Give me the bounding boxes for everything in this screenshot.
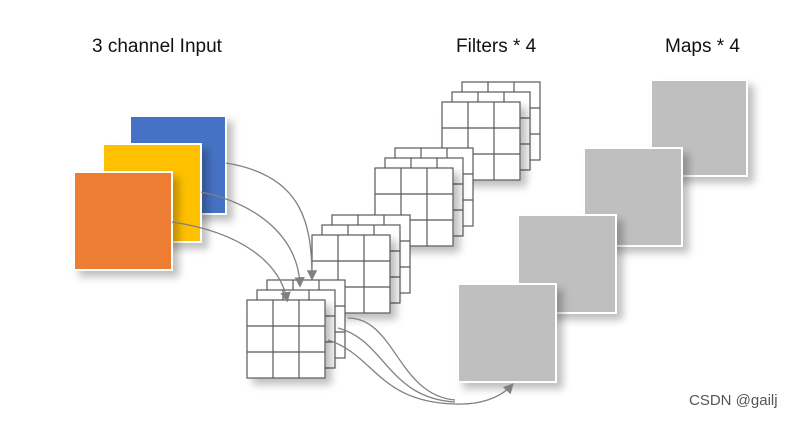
arrow-to-map bbox=[454, 383, 514, 405]
arrow-filter-out-2 bbox=[337, 327, 456, 403]
input-channels bbox=[73, 115, 227, 271]
map-4 bbox=[457, 283, 557, 383]
filters-label: Filters * 4 bbox=[456, 36, 537, 57]
input-arrows bbox=[171, 162, 318, 303]
filter-stacks bbox=[246, 81, 541, 379]
filter-stack-4 bbox=[246, 279, 346, 379]
arrow-filter-out-3 bbox=[327, 339, 456, 405]
arrow-orange-to-filter bbox=[171, 221, 291, 303]
watermark: CSDN @gailj bbox=[689, 392, 778, 409]
channel-orange bbox=[73, 171, 173, 271]
arrow-filter-out-1 bbox=[347, 317, 456, 401]
filter-grid bbox=[246, 299, 326, 379]
filter-stack-2 bbox=[374, 147, 474, 247]
maps-label: Maps * 4 bbox=[665, 36, 740, 57]
output-arrows bbox=[327, 317, 514, 405]
output-maps bbox=[457, 79, 748, 383]
input-label: 3 channel Input bbox=[92, 36, 222, 57]
arrow-yellow-to-filter bbox=[200, 191, 305, 288]
filter-grid bbox=[374, 167, 454, 247]
filter-stack-3 bbox=[311, 214, 411, 314]
arrow-blue-to-filter bbox=[225, 162, 318, 281]
